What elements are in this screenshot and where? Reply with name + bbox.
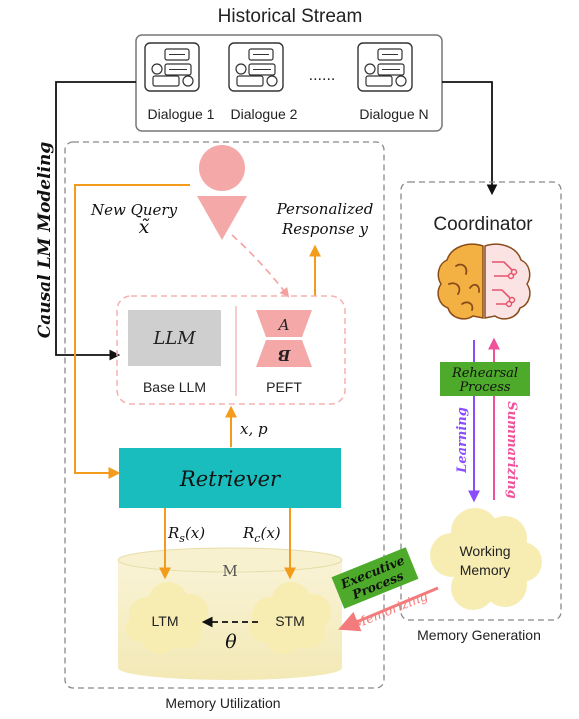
memory-utilization-caption: Memory Utilization [165,695,280,711]
query-to-peft-arrow [231,234,290,298]
brain-icon [437,243,531,320]
new-query-label: New Query [90,201,178,219]
stream-to-coordinator-arrow [442,81,498,196]
coordinator-label: Coordinator [433,214,533,235]
memorizing-arrow [338,586,439,632]
rehearsal-line2: Process [458,380,510,395]
working-memory-line2: Memory [460,562,511,578]
retriever-box [119,448,341,508]
peft-label: PEFT [266,379,302,395]
working-memory-cloud [430,508,542,610]
theta-label: θ [225,631,237,653]
memory-symbol: M [222,562,237,580]
query-symbol: x̃ [139,216,150,238]
xp-label: x, p [240,420,268,438]
llm-box [128,310,221,366]
peft-b-label: B [278,346,292,364]
llm-box-label: LLM [152,328,196,349]
dialogue-1-icon [144,42,200,92]
memory-generation-caption: Memory Generation [417,627,541,643]
memory-utilization-panel [64,141,385,689]
dialogue-ellipsis: ...... [309,67,336,84]
dialogue-1-label: Dialogue 1 [148,106,215,122]
peft-b-shape [256,340,312,367]
retriever-label: Retriever [179,467,282,491]
peft-a-shape [256,310,312,337]
stm-cloud [249,582,331,654]
rs-label: Rs(x) [167,524,205,545]
user-icon [197,145,247,240]
stream-to-base-llm-arrow [55,81,136,361]
query-to-retriever-arrow [74,184,190,479]
rehearsal-process-box [440,362,530,396]
stm-label: STM [275,613,305,629]
causal-lm-label: Causal LM Modeling [35,142,55,339]
base-llm-label: Base LLM [143,379,206,395]
peft-a-label: A [277,316,290,334]
personalized-label-line1: Personalized [276,200,374,218]
rehearsal-line1: Rehearsal [451,366,518,381]
rc-label: Rc(x) [242,524,281,545]
memory-generation-panel [400,181,562,621]
summarizing-label: Summarizing [504,401,519,498]
learning-label: Learning [455,407,470,474]
stream-title: Historical Stream [218,6,363,27]
dialogue-2-icon [228,42,284,92]
working-memory-line1: Working [459,543,510,559]
personalized-label-line2: Response y [281,220,369,238]
dialogue-n-icon [357,42,413,92]
dialogue-2-label: Dialogue 2 [231,106,298,122]
dialogue-n-label: Dialogue N [359,106,428,122]
ltm-label: LTM [152,613,179,629]
llm-group-box [116,295,346,405]
ltm-cloud [126,582,208,654]
